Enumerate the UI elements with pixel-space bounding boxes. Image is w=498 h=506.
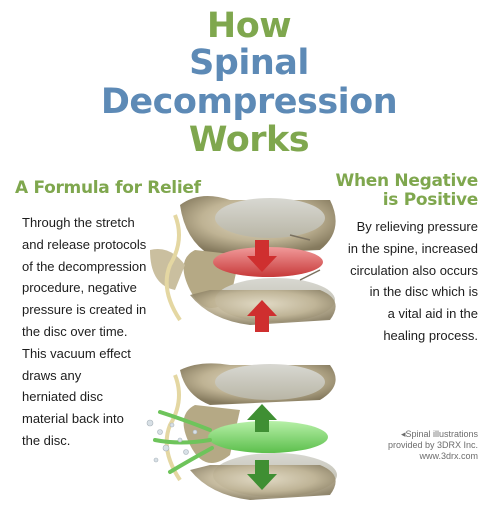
title-decompression: Decompression — [100, 82, 398, 122]
left-line: This vacuum effect — [22, 345, 131, 361]
lower-nerve — [164, 374, 182, 482]
right-line: in the disc which is — [369, 284, 478, 300]
upper-vertebral-body — [215, 198, 325, 238]
credit-line: www.3drx.com — [419, 451, 478, 461]
arrow-up-red-icon — [247, 300, 277, 332]
right-line: a vital aid in the — [387, 306, 478, 322]
right-body-text: By relieving pressure in the spine, incr… — [348, 216, 478, 347]
lower-spine-section — [146, 363, 337, 500]
right-heading-line1: When Negative — [335, 171, 479, 191]
arrow-down-red-icon — [247, 240, 277, 272]
left-line: and release protocols — [22, 236, 147, 252]
arrow-up-green-icon — [247, 404, 277, 432]
upper-nerve — [164, 214, 182, 322]
left-line: material back into — [22, 411, 124, 427]
right-line: circulation also occurs — [350, 262, 478, 278]
credit-line: ◂Spinal illustrations — [400, 429, 478, 439]
right-line: By relieving pressure — [356, 219, 478, 234]
left-line: draws any — [22, 367, 82, 383]
vacuum-bubbles — [146, 419, 198, 463]
left-heading: A Formula for Relief — [15, 178, 201, 198]
arrow-down-green-icon — [247, 460, 277, 490]
left-line: pressure is created in — [22, 302, 147, 318]
upper-spine-section — [150, 196, 336, 332]
left-body-text: Through the stretch and release protocol… — [22, 212, 146, 452]
left-line: the disc over time. — [22, 323, 128, 339]
credit-line: provided by 3DRX Inc. — [387, 440, 478, 450]
title-spinal: Spinal — [189, 43, 309, 83]
right-heading-line2: is Positive — [382, 190, 479, 210]
right-line: in the spine, increased — [347, 240, 478, 256]
title-works: Works — [188, 120, 310, 160]
left-line: the disc. — [22, 432, 71, 448]
left-line: herniated disc — [22, 389, 103, 405]
title-how: How — [206, 6, 292, 46]
healing-disc-green — [208, 421, 328, 453]
illustration-credit: ◂Spinal illustrations provided by 3DRX I… — [388, 429, 478, 462]
left-line: procedure, negative — [22, 280, 137, 296]
right-line: healing process. — [383, 327, 478, 343]
lower-vertebral-body — [215, 364, 325, 400]
left-line: of the decompression — [22, 258, 147, 274]
left-line: Through the stretch — [22, 215, 135, 230]
right-heading: When Negative is Positive — [335, 171, 479, 210]
herniated-material — [153, 410, 214, 474]
